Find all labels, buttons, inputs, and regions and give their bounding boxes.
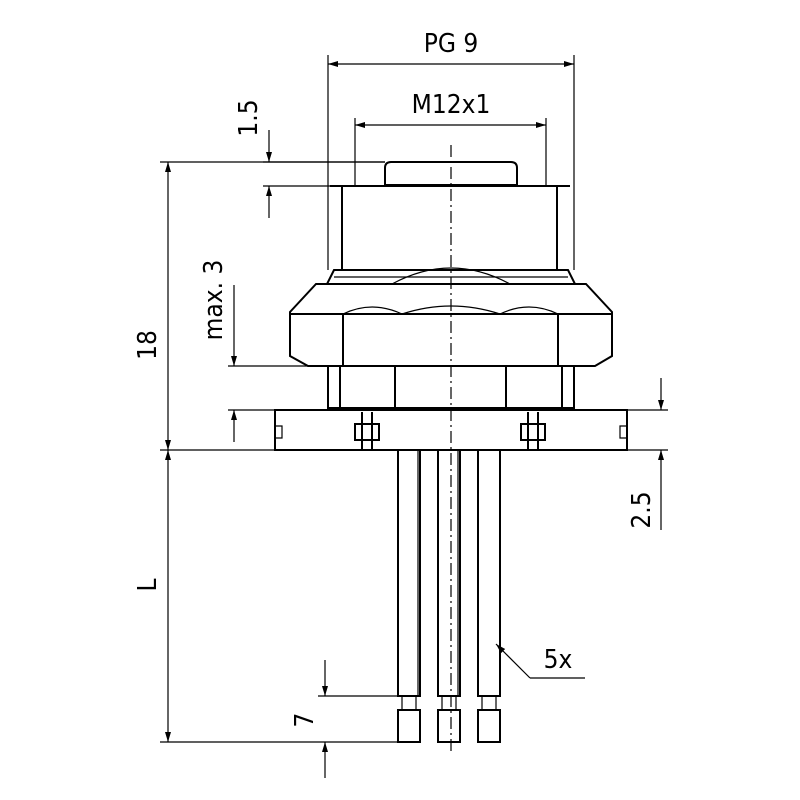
label-pg-thread: PG 9 — [424, 29, 479, 59]
label-pin-count: 5x — [544, 645, 573, 675]
dimension-lines — [165, 61, 664, 778]
label-pin-tip: 7 — [290, 713, 320, 728]
label-m-thread: M12x1 — [412, 90, 491, 120]
extension-lines — [160, 55, 668, 743]
label-height: 18 — [133, 330, 163, 360]
label-flange-offset: 2.5 — [627, 491, 657, 528]
label-top-offset: 1.5 — [234, 99, 264, 136]
label-panel-thickness: max. 3 — [199, 260, 229, 341]
label-length: L — [133, 578, 163, 591]
contact-pins — [397, 449, 501, 743]
